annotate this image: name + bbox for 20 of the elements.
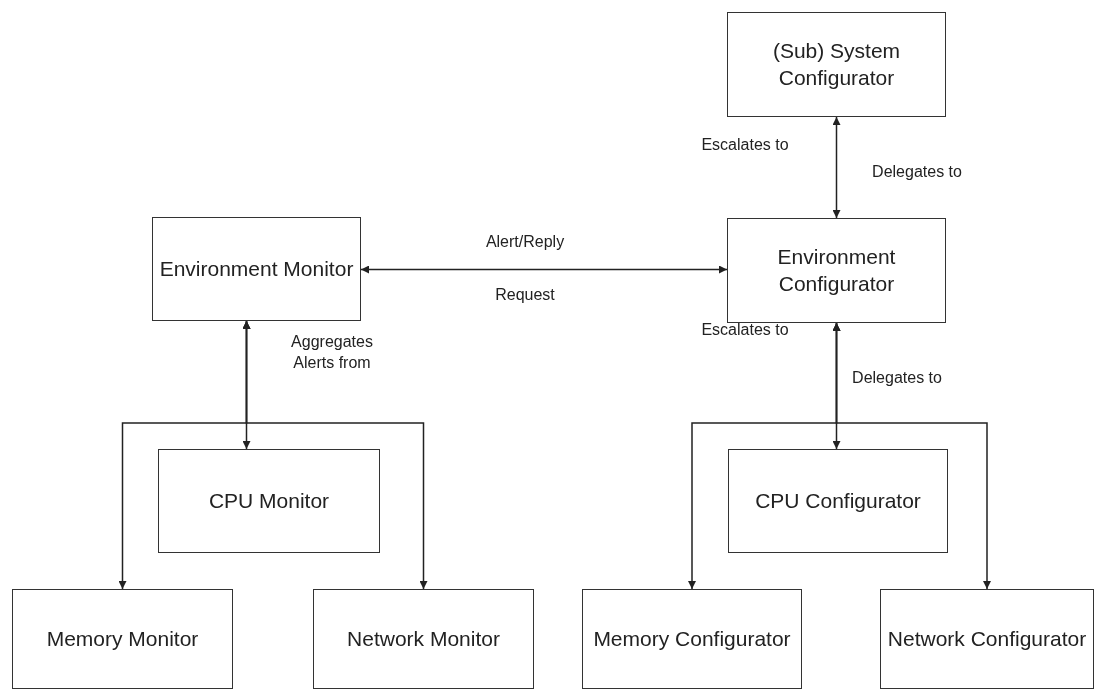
connector-label: Request [494, 285, 556, 305]
connector-label: Escalates to [700, 135, 790, 155]
connector-label: Delegates to [851, 368, 943, 388]
process-box: CPU Configurator [728, 449, 948, 553]
connector-label: Alert/Reply [484, 232, 566, 252]
process-box: Network Configurator [880, 589, 1094, 689]
process-box: (Sub) System Configurator [727, 12, 946, 117]
process-box: Memory Monitor [12, 589, 233, 689]
connector-label: Delegates to [871, 162, 963, 182]
process-box: Environment Monitor [152, 217, 361, 321]
arrow [832, 322, 991, 590]
process-box: Memory Configurator [582, 589, 802, 689]
process-box: Environment Configurator [727, 218, 946, 323]
arrow [832, 116, 841, 219]
arrow [242, 320, 428, 590]
connector-label: Escalates to [700, 320, 790, 340]
arrow [360, 265, 728, 274]
process-box: Network Monitor [313, 589, 534, 689]
process-box: CPU Monitor [158, 449, 380, 553]
connector-label: Aggregates Alerts from [290, 332, 374, 373]
